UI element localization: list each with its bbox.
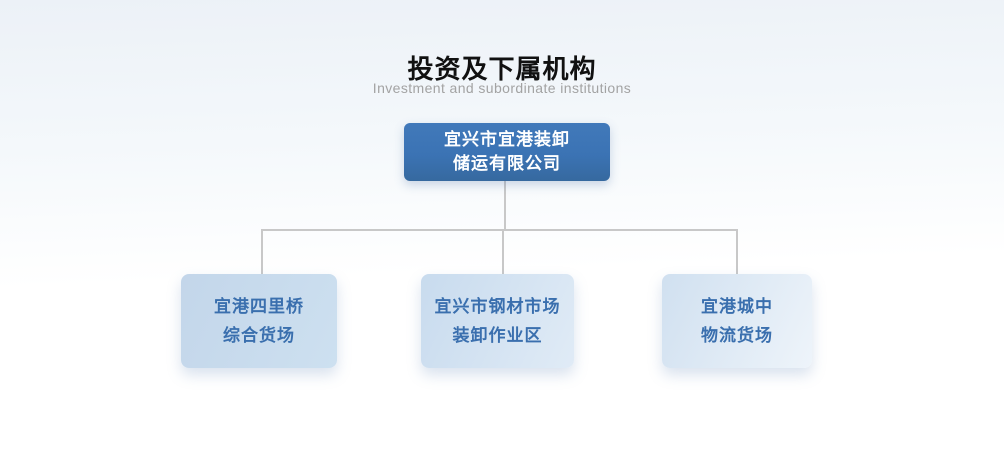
org-child-box-3: 宜港城中 物流货场 [662, 274, 812, 368]
org-child-box-2: 宜兴市钢材市场 装卸作业区 [421, 274, 574, 368]
org-child-1-label-line2: 综合货场 [223, 326, 295, 345]
org-child-2-label-line2: 装卸作业区 [452, 326, 543, 345]
org-child-1-label-line1: 宜港四里桥 [214, 297, 304, 316]
org-child-3-label-line2: 物流货场 [701, 326, 773, 345]
org-root-label-line1: 宜兴市宜港装卸 [444, 130, 570, 149]
page-subtitle: Investment and subordinate institutions [372, 80, 632, 96]
org-root-label-line2: 储运有限公司 [453, 154, 561, 173]
org-child-3-label-line1: 宜港城中 [701, 297, 773, 316]
page-title: 投资及下属机构 [407, 54, 597, 84]
org-child-2-label-line1: 宜兴市钢材市场 [434, 297, 561, 316]
org-child-box-1: 宜港四里桥 综合货场 [181, 274, 337, 368]
org-root-box: 宜兴市宜港装卸 储运有限公司 [404, 123, 610, 181]
